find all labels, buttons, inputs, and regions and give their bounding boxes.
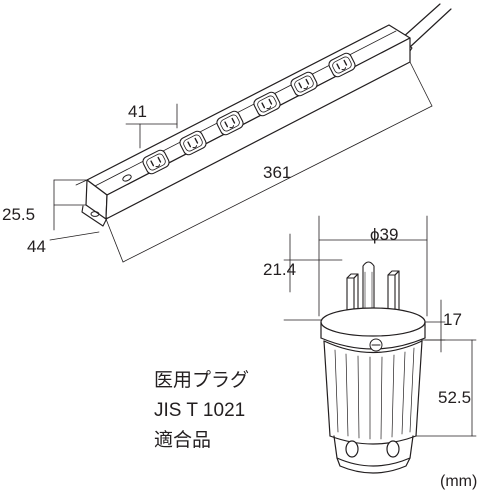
note-line-medical-plug: 医用プラグ [154,370,250,391]
dim-plug-diameter: ϕ39 [370,225,399,244]
dimension-lines-strip [49,61,433,263]
compliance-note: 医用プラグ JIS T 1021 適合品 [154,366,249,456]
dim-strip-length: 361 [263,163,292,182]
power-cord [401,3,452,48]
power-strip [81,3,452,227]
screw-icon [369,338,383,352]
dim-head-height: 17 [443,310,462,329]
medical-plug [320,261,426,474]
outlet [142,149,170,175]
dim-plug-body-height: 52.5 [438,388,472,407]
plug-base [333,435,414,474]
strip-side-face [105,37,411,220]
outlet [328,52,356,78]
dimension-lines-plug [283,215,477,437]
outlet [290,71,318,97]
outlet [216,110,244,136]
dim-strip-depth: 44 [27,237,46,256]
outlet [179,130,207,156]
outlet [253,91,281,117]
dim-prong-length: 21.4 [263,260,297,279]
pilot-lamp [122,174,132,182]
dim-outlet-pitch: 41 [128,102,147,121]
dim-strip-height: 25.5 [2,205,36,224]
note-line-compliant: 適合品 [154,430,212,451]
unit-label: (mm) [440,473,478,490]
mounting-tab [81,205,108,227]
note-line-standard: JIS T 1021 [154,400,246,421]
plug-body [323,340,423,445]
